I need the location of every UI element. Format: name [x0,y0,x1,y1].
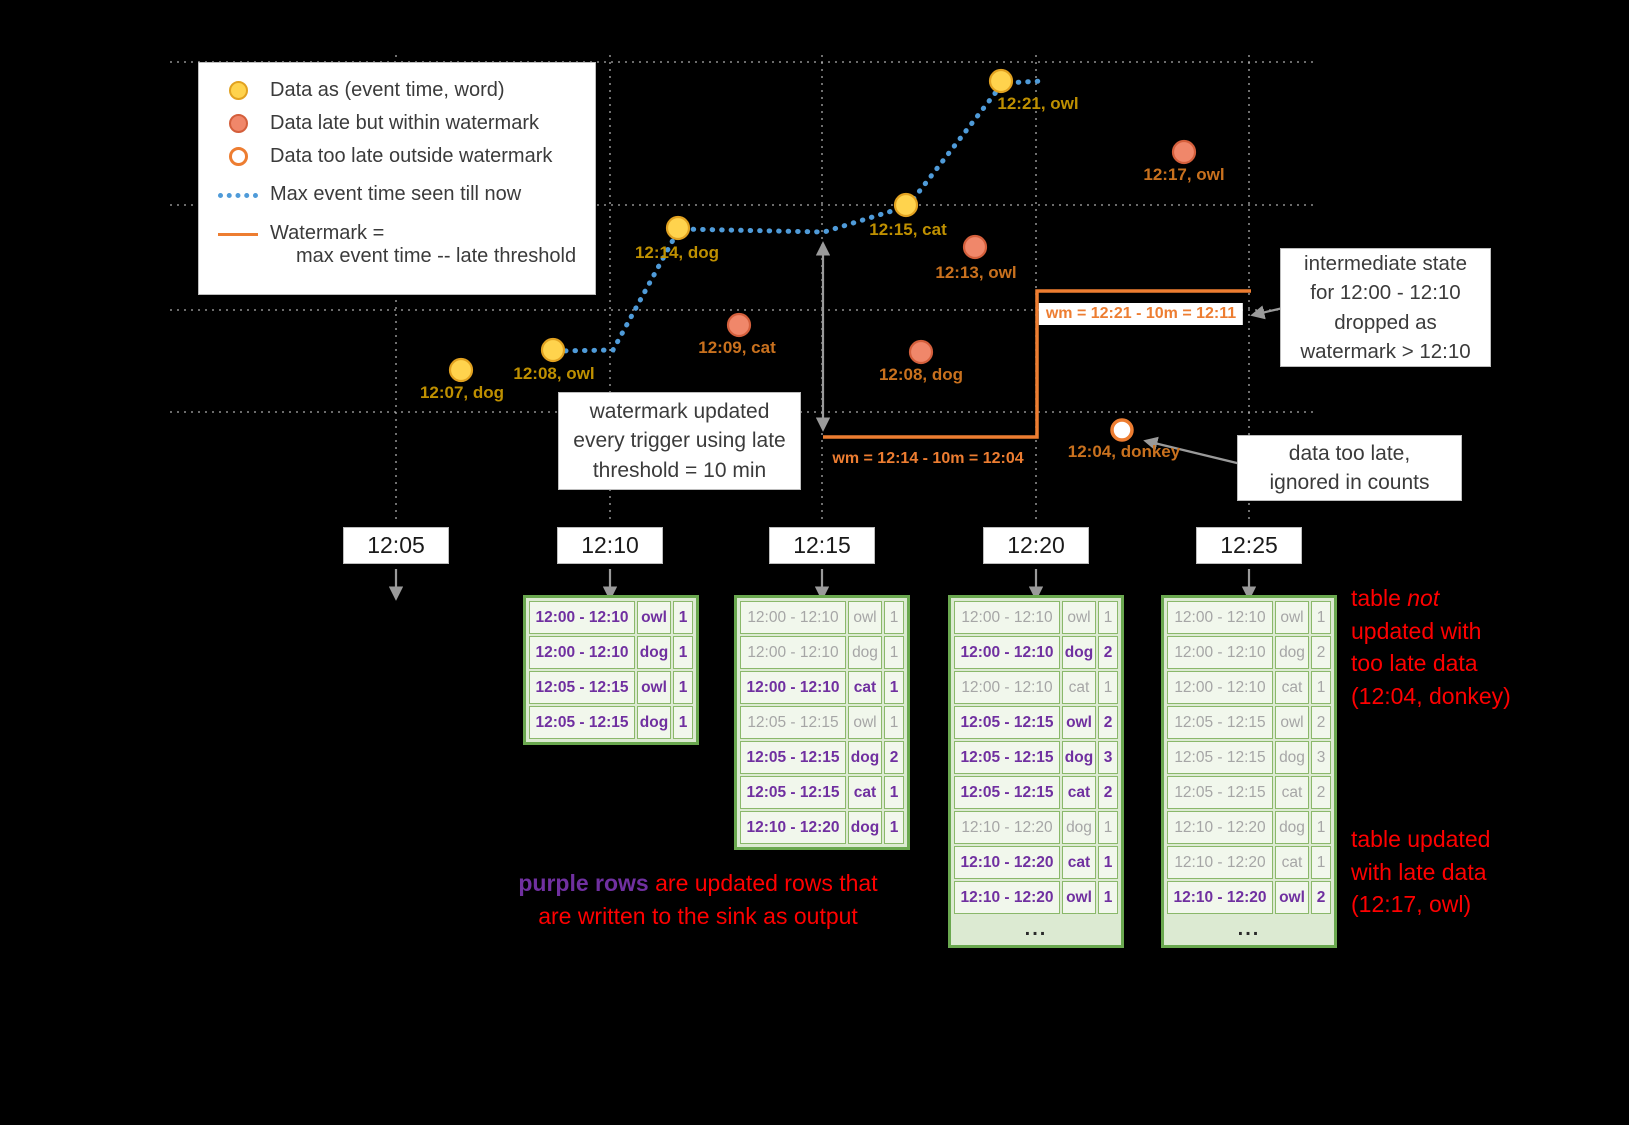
legend-item: Max event time seen till now [217,183,577,207]
too-late-callout-arrow [1143,436,1242,466]
data-point-on-time [665,215,691,241]
callout-intermediate-state: intermediate state for 12:00 - 12:10 dro… [1280,248,1491,367]
max-event-time-line [553,78,1045,354]
legend-label: Data late but within watermark [270,111,540,134]
data-point-on-time [448,357,474,383]
callout-data-too-late: data too late, ignored in counts [1237,435,1462,501]
note-purple-rows-text: are updated rows that are written to the… [538,870,878,930]
data-point-too-late [1110,418,1134,442]
note-not-prefix: table [1351,585,1408,611]
watermark-line-icon [217,222,259,246]
watermark-line [823,289,1251,439]
legend-item: Watermark =max event time -- late thresh… [217,222,577,268]
note-table-not-updated: table not updated with too late data (12… [1351,582,1561,713]
legend-item: Data as (event time, word) [217,78,577,102]
legend-label: Max event time seen till now [270,183,522,205]
note-not-word: not [1407,585,1440,611]
data-point-on-time [893,192,919,218]
legend-items: Data as (event time, word) Data late but … [217,78,577,268]
max-event-line-icon [217,183,259,207]
legend-label-line2: max event time -- late threshold [296,245,577,267]
note-not-rest: updated with too late data (12:04, donke… [1351,617,1511,709]
legend: Data as (event time, word) Data late but … [198,62,596,295]
data-point-late [908,339,934,365]
on-time-dot-icon [217,78,259,102]
too-late-ring-icon [228,146,248,166]
note-purple-rows-highlight: purple rows [518,870,649,896]
legend-item: Data too late outside watermark [217,144,577,168]
callout-watermark-updated: watermark updated every trigger using la… [558,392,801,490]
too-late-ring-icon [217,144,259,168]
legend-label-line1: Watermark = [270,222,385,244]
watermark-line-icon [218,232,258,236]
data-point-on-time [540,337,566,363]
legend-item: Data late but within watermark [217,111,577,135]
legend-label: Data too late outside watermark [270,144,553,167]
note-table-updated-late: table updated with late data (12:17, owl… [1351,826,1491,918]
data-point-late [726,312,752,338]
on-time-dot-icon [228,80,248,100]
note-purple-rows: purple rows are updated rows that are wr… [495,867,901,934]
intermediate-callout-arrow [1250,305,1284,320]
data-point-on-time [988,68,1014,94]
legend-label: Watermark =max event time -- late thresh… [270,222,576,268]
legend-label: Data as (event time, word) [270,78,505,101]
late-dot-icon [228,113,248,133]
max-event-line-icon [218,192,258,198]
data-point-late [1171,139,1197,165]
data-point-late [962,234,988,260]
late-dot-icon [217,111,259,135]
